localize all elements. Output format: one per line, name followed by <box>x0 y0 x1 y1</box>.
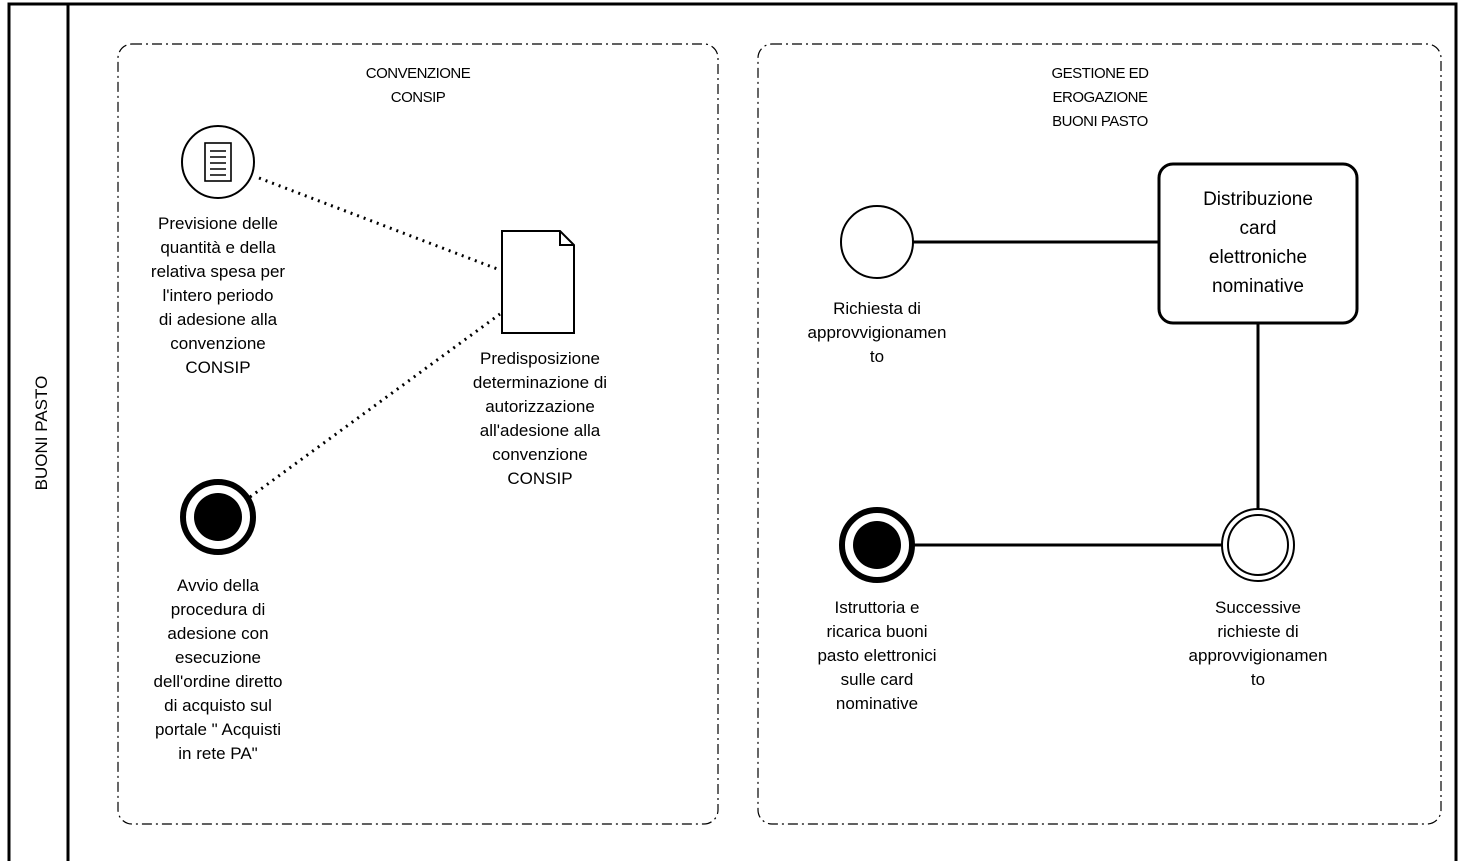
right-start-event[interactable] <box>840 205 914 279</box>
association-condition-to-document <box>258 176 501 272</box>
group-label-convenzione: CONVENZIONE CONSIP <box>365 65 471 106</box>
right-intermediate-event[interactable] <box>1221 508 1295 582</box>
document-lines-icon <box>204 142 232 182</box>
pool-border <box>7 2 1458 861</box>
left-end-event-label: Avvio della procedura di adesione con es… <box>153 576 283 763</box>
data-object-icon[interactable] <box>501 230 575 334</box>
right-intermediate-event-label: Successive richieste di approvvigionamen… <box>1188 598 1328 689</box>
left-end-event[interactable] <box>180 479 256 555</box>
right-end-event[interactable] <box>839 507 915 583</box>
condition-event[interactable] <box>181 125 255 199</box>
group-convenzione-consip <box>117 43 719 825</box>
group-gestione-erogazione <box>757 43 1442 825</box>
right-start-event-label: Richiesta di approvvigionamen to <box>807 299 947 366</box>
condition-event-label: Previsione delle quantità e della relati… <box>150 214 286 377</box>
group-label-gestione: GESTIONE ED EROGAZIONE BUONI PASTO <box>1051 65 1149 130</box>
document-label: Predisposizione determinazione di autori… <box>472 349 608 488</box>
task-label: Distribuzione card elettroniche nominati… <box>1203 189 1313 297</box>
task-distribuzione-card[interactable] <box>1157 162 1359 325</box>
right-end-event-label: Istruttoria e ricarica buoni pasto elett… <box>817 598 937 713</box>
association-end-to-document <box>249 312 501 499</box>
pool-label: BUONI PASTO <box>32 375 51 491</box>
